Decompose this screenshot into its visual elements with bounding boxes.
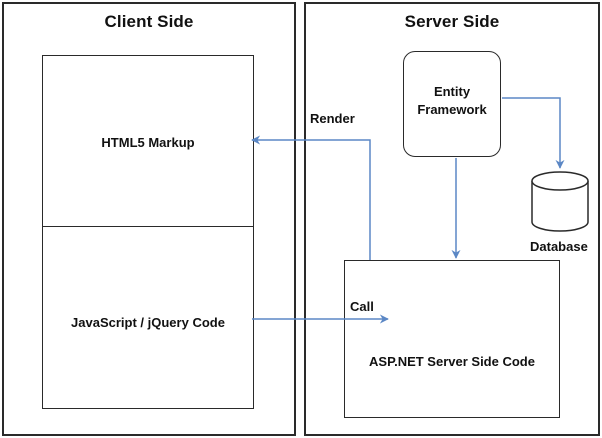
aspnet-server-code-box: ASP.NET Server Side Code <box>344 260 560 418</box>
entity-framework-label: Entity Framework <box>417 84 487 117</box>
call-label: Call <box>350 299 374 314</box>
render-label: Render <box>310 111 355 126</box>
server-side-title: Server Side <box>404 12 500 31</box>
entity-framework-box: Entity Framework <box>403 51 501 157</box>
html5-markup-label: HTML5 Markup <box>101 135 195 150</box>
database-label: Database <box>530 239 588 254</box>
client-side-title: Client Side <box>104 12 194 31</box>
client-box: HTML5 Markup JavaScript / jQuery Code <box>42 55 254 409</box>
client-side-panel: Client Side HTML5 Markup JavaScript / jQ… <box>2 2 296 436</box>
client-box-divider <box>43 226 253 227</box>
aspnet-server-code-label: ASP.NET Server Side Code <box>369 354 535 369</box>
javascript-jquery-code-label: JavaScript / jQuery Code <box>71 315 225 330</box>
